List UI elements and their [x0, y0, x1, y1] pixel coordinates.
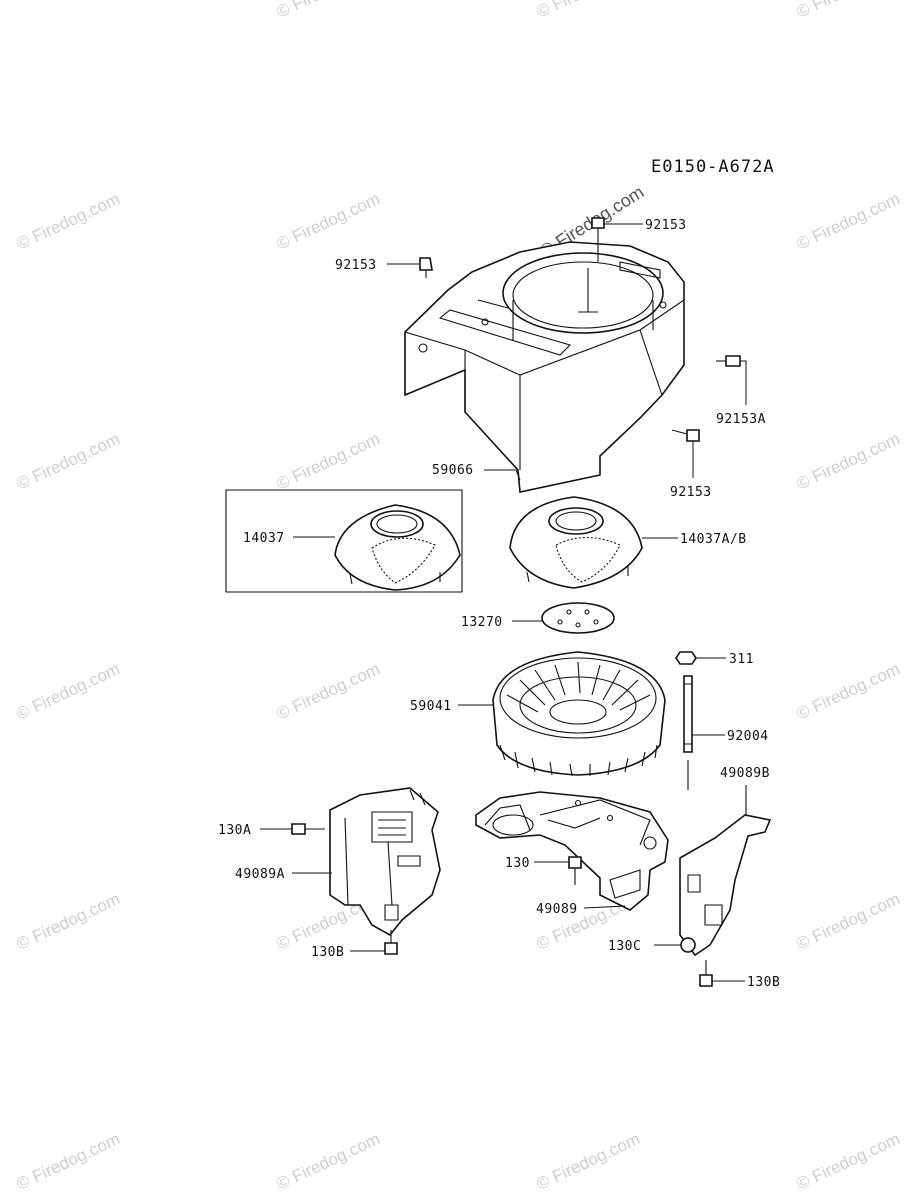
- watermark: © Firedog.com: [794, 0, 903, 22]
- rotating-screen[interactable]: [509, 496, 643, 589]
- label-screen: 14037A/B: [680, 532, 747, 547]
- screw-left[interactable]: [419, 257, 433, 278]
- watermark: © Firedog.com: [274, 429, 383, 493]
- right-cover-bottom-bolt[interactable]: [699, 960, 713, 987]
- label-nut: 311: [729, 652, 754, 667]
- left-cover-bolt[interactable]: [291, 823, 325, 835]
- left-cover-bottom-bolt[interactable]: [384, 930, 398, 955]
- watermark-layer: © Firedog.com © Firedog.com © Firedog.co…: [14, 0, 903, 1194]
- label-left-cover-bottom-bolt: 130B: [311, 945, 344, 960]
- label-screw-left: 92153: [335, 258, 377, 273]
- label-screen-boxed: 14037: [243, 531, 285, 546]
- watermark: © Firedog.com: [534, 1129, 643, 1193]
- label-fan: 59041: [410, 699, 452, 714]
- watermark: © Firedog.com: [14, 189, 123, 253]
- watermark: © Firedog.com: [794, 189, 903, 253]
- screw-right[interactable]: [716, 355, 741, 367]
- watermark: © Firedog.com: [274, 659, 383, 723]
- label-right-cover: 49089B: [720, 766, 770, 781]
- watermark: © Firedog.com: [14, 659, 123, 723]
- label-shroud: 59066: [432, 463, 474, 478]
- nut[interactable]: [675, 651, 697, 665]
- blower-shroud[interactable]: [404, 241, 685, 493]
- label-left-cover-bolt: 130A: [218, 823, 251, 838]
- right-cover[interactable]: [679, 785, 772, 957]
- watermark: © Firedog.com: [794, 659, 903, 723]
- label-base-bolt: 130: [505, 856, 530, 871]
- watermark: © Firedog.com: [794, 429, 903, 493]
- left-cover[interactable]: [329, 787, 441, 937]
- diagram-code: E0150-A672A: [651, 157, 775, 177]
- screw-top[interactable]: [591, 217, 605, 262]
- watermark: © Firedog.com: [274, 0, 383, 22]
- watermark: © Firedog.com: [534, 0, 643, 22]
- fan-plate[interactable]: [541, 602, 615, 634]
- label-screw-top: 92153: [645, 218, 687, 233]
- leader-lines: [260, 223, 747, 982]
- label-screw-lower: 92153: [670, 485, 712, 500]
- watermark: © Firedog.com: [794, 1129, 903, 1193]
- watermark: © Firedog.com: [274, 189, 383, 253]
- base-cover[interactable]: [475, 791, 669, 911]
- label-plate: 13270: [461, 615, 503, 630]
- cooling-fan[interactable]: [492, 651, 666, 777]
- label-right-cover-bottom-bolt: 130B: [747, 975, 780, 990]
- watermark: © Firedog.com: [14, 889, 123, 953]
- watermark: © Firedog.com: [14, 429, 123, 493]
- part-labels: 92153 92153 92153A 92153 59066 14037 140…: [218, 218, 780, 990]
- watermark: © Firedog.com: [274, 1129, 383, 1193]
- label-left-cover: 49089A: [235, 867, 285, 882]
- screw-lower[interactable]: [671, 429, 700, 442]
- label-stud: 92004: [727, 729, 769, 744]
- rotating-screen-boxed[interactable]: [334, 504, 461, 591]
- watermark: © Firedog.com: [14, 1129, 123, 1193]
- watermark: © Firedog.com: [794, 889, 903, 953]
- label-right-cover-bolt: 130C: [608, 939, 641, 954]
- right-cover-bolt[interactable]: [680, 937, 696, 953]
- label-screw-right: 92153A: [716, 412, 766, 427]
- label-base-cover: 49089: [536, 902, 578, 917]
- boxed-option-frame: [225, 489, 463, 593]
- base-bolt[interactable]: [568, 856, 582, 885]
- stud-bolt[interactable]: [683, 675, 693, 790]
